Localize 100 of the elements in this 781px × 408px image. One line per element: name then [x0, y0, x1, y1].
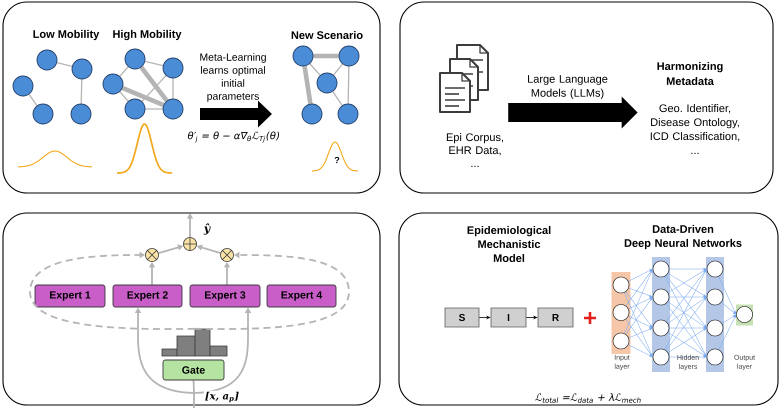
connection-arrow: [628, 344, 652, 357]
graph-node: [338, 46, 360, 66]
neuron: [612, 332, 630, 350]
link-line: [122, 86, 164, 108]
connector-line: [192, 380, 195, 394]
gate-box: Gate: [162, 360, 224, 380]
graph-node: [338, 104, 358, 124]
connection-arrow: [668, 297, 706, 324]
heading: New Scenario: [292, 30, 363, 40]
question-mark: ?: [334, 156, 340, 164]
graph-node: [124, 48, 146, 70]
connection-arrow: [624, 292, 653, 357]
dashed-arrow: [29, 252, 195, 330]
link-line: [145, 60, 163, 66]
heading: High Mobility: [113, 30, 182, 40]
neuron: [612, 276, 630, 294]
graph-node: [36, 50, 58, 70]
link-line: [333, 64, 343, 76]
link-line: [28, 94, 38, 106]
graph-node: [32, 104, 54, 124]
compartment-box: S: [444, 308, 480, 328]
connection-arrow: [721, 302, 736, 314]
icon-label: Epi Corpus, EHR Data, ...: [446, 133, 504, 167]
connection-arrow: [668, 301, 706, 328]
compartment-box: I: [490, 308, 526, 328]
arrow-caption: Meta-Learning learns optimal initial parameters: [200, 53, 266, 102]
neuron: [652, 288, 670, 306]
connection-arrow: [666, 297, 707, 351]
neuron: [612, 304, 630, 321]
link-line: [119, 66, 129, 77]
link-line: [332, 91, 343, 106]
connection-arrow: [666, 269, 707, 322]
connection-arrow: [668, 328, 706, 353]
connection-arrow: [668, 269, 706, 293]
heading: Data-Driven Deep Neural Networks: [624, 224, 742, 250]
neuron: [652, 320, 670, 336]
graph-node: [124, 98, 146, 120]
connection-arrow: [626, 319, 653, 357]
connection-arrow: [668, 273, 706, 297]
documents-icon: [439, 44, 489, 113]
link-line: [119, 91, 129, 102]
link-line: [348, 66, 350, 104]
panel: [398, 212, 779, 406]
graph-node: [102, 74, 124, 94]
connection-arrow: [624, 269, 653, 334]
connection-arrow: [664, 269, 707, 350]
connection-arrow: [718, 276, 736, 314]
graph-node: [162, 98, 184, 120]
expert-box: Expert 3: [190, 284, 260, 308]
multiply-node: [220, 248, 234, 262]
heading: Low Mobility: [33, 30, 100, 40]
loss-formula: ℒ$_{total}$ =ℒ$_{data}$ + λℒ$_{mech}$: [535, 393, 641, 403]
connection-arrow: [668, 332, 706, 357]
connection-arrow: [666, 275, 707, 328]
link-line: [56, 62, 72, 68]
panel: [2, 212, 381, 406]
link-line: [302, 66, 313, 104]
neuron: [652, 348, 670, 366]
compartment-box: R: [538, 308, 574, 328]
edge-label: [x, a$_{p}$]: [204, 390, 240, 404]
sum-node: [182, 236, 198, 252]
heading: Harmonizing Metadata: [657, 62, 723, 86]
connection-arrow: [664, 276, 707, 357]
graph-node: [70, 104, 92, 124]
body-text: Geo. Identifier, Disease Ontology, ICD Classification, ...: [650, 104, 740, 154]
link-line: [80, 79, 82, 104]
connection-arrow: [628, 288, 652, 298]
link-line: [142, 75, 166, 102]
link-line: [140, 66, 169, 102]
panel: [2, 1, 381, 194]
connector-line: [193, 393, 195, 408]
connection-arrow: [718, 314, 736, 350]
expert-box: Expert 1: [34, 284, 106, 308]
connection-arrow: [628, 316, 652, 328]
graph-node: [12, 76, 34, 96]
neuron: [652, 260, 670, 278]
connection-arrow: [722, 314, 736, 324]
connection-arrow: [669, 268, 706, 270]
connection-arrow: [669, 356, 706, 358]
multiply-node: [145, 248, 159, 262]
link-line: [145, 108, 163, 110]
graph-node: [292, 46, 314, 66]
connection-arrow: [626, 297, 653, 335]
neuron: [706, 288, 724, 306]
graph-node: [302, 104, 322, 124]
graph-node: [316, 72, 338, 94]
graph-node: [162, 58, 184, 78]
connection-arrow: [626, 269, 653, 306]
connection-arrow: [666, 303, 707, 357]
link-line: [172, 78, 174, 99]
connection-arrow: [628, 269, 652, 282]
neuron: [706, 320, 724, 336]
connection-arrow: [628, 297, 652, 310]
connection-arrow: [669, 326, 706, 330]
connection-arrow: [628, 328, 652, 338]
edge-label: Large Language Models (LLMs): [522, 74, 613, 100]
heading: Epidemiological Mechanistic Model: [468, 226, 550, 262]
connection-arrow: [626, 291, 653, 328]
neuron: [706, 348, 724, 366]
expert-box: Expert 2: [112, 284, 182, 308]
